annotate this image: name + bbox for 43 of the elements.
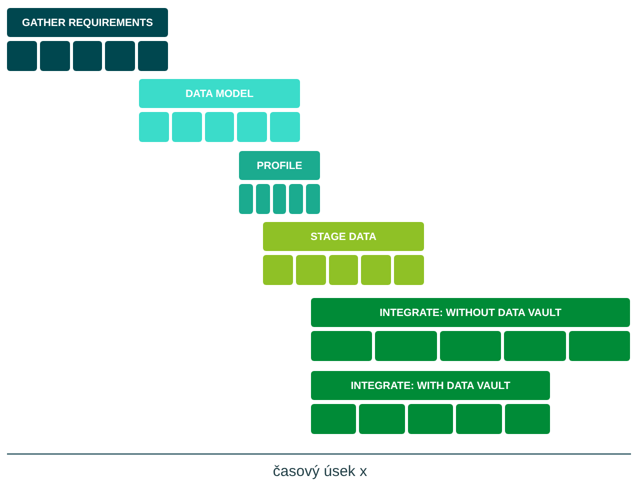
phase-header-bar [139,79,300,108]
phase-title: INTEGRATE: WITHOUT DATA VAULT [380,306,562,318]
phase-title: GATHER REQUIREMENTS [22,16,154,28]
timeline-cell [239,184,253,214]
timeline-cell [72,41,102,71]
timeline-cell [139,112,169,142]
phase-header-bar [239,151,320,180]
timeline-cell [289,184,304,214]
timeline-cell [504,331,566,361]
timeline-cell [359,404,405,434]
timeline-cell [306,184,320,214]
timeline-cell [270,112,300,142]
timeline-cell [361,255,392,285]
timeline-cell [504,404,550,434]
phase-title: INTEGRATE: WITH DATA VAULT [350,380,510,392]
timeline-cell [408,404,454,434]
timeline-cell [328,255,358,285]
timeline-cell [375,331,437,361]
timeline-cell [394,255,424,285]
timeline-cell [263,255,293,285]
timeline-cell [296,255,326,285]
timeline-cell [105,41,136,71]
timeline-cell [440,331,502,361]
timeline-cell [204,112,234,142]
timeline-cell [568,331,630,361]
phase-header-bar [311,298,630,327]
timeline-cell [311,404,356,434]
timeline-cell [237,112,268,142]
phase-title: PROFILE [256,160,302,172]
axis-label: časový úsek x [272,463,368,480]
phase-header-bar [311,371,550,400]
timeline-cell [7,41,37,71]
timeline-cell [138,41,168,71]
timeline-cell [256,184,270,214]
timeline-cell [172,112,202,142]
timeline-cell [40,41,70,71]
phase-title: DATA MODEL [185,88,254,100]
timeline-cell [272,184,286,214]
phase-header-bar [7,8,168,37]
timeline-cell [456,404,502,434]
phase-header-bar [263,222,424,251]
phase-title: STAGE DATA [310,230,376,242]
timeline-cell [311,331,372,361]
